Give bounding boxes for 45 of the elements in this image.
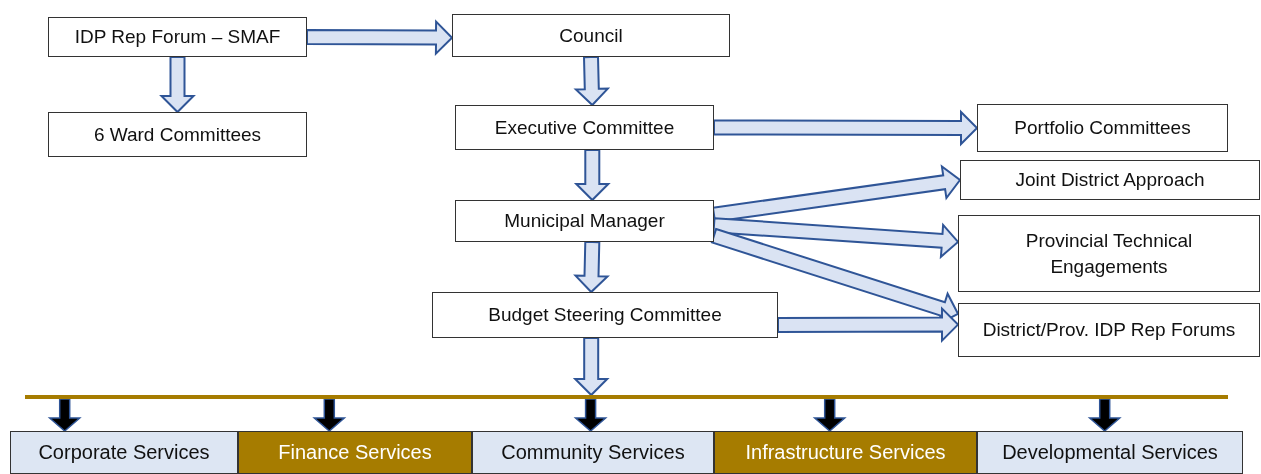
block-arrow	[159, 56, 196, 114]
process-box	[960, 160, 1260, 200]
process-box	[455, 200, 714, 242]
block-arrow	[777, 306, 960, 343]
process-box	[48, 17, 307, 57]
process-box	[452, 14, 730, 57]
box-label: Portfolio Committees	[1014, 116, 1191, 141]
block-arrow	[573, 55, 611, 107]
box-label: Finance Services	[278, 440, 432, 465]
block-arrow	[1087, 398, 1122, 432]
department-box	[472, 431, 714, 474]
box-label: Council	[559, 23, 623, 48]
divider-bar	[25, 395, 1228, 399]
department-box	[238, 431, 472, 474]
process-box	[958, 215, 1260, 292]
process-box	[958, 303, 1260, 357]
process-box	[432, 292, 778, 338]
block-arrow	[712, 217, 960, 260]
process-box	[977, 104, 1228, 152]
box-label: Municipal Manager	[504, 209, 665, 234]
box-label: Corporate Services	[38, 440, 210, 465]
block-arrow	[312, 398, 347, 432]
block-arrow	[47, 398, 82, 432]
department-box	[977, 431, 1243, 474]
box-label: Executive Committee	[494, 115, 675, 140]
box-label: IDP Rep Forum – SMAF	[74, 25, 281, 50]
department-box	[714, 431, 977, 474]
box-label: Provincial Technical Engagements	[1024, 228, 1194, 279]
block-arrow	[812, 398, 847, 432]
box-label: Community Services	[501, 440, 685, 465]
box-label: Joint District Approach	[1015, 168, 1205, 193]
block-arrow	[573, 398, 608, 432]
process-box	[48, 112, 307, 157]
department-box	[10, 431, 238, 474]
box-label: Developmental Services	[1002, 440, 1218, 465]
block-arrow	[573, 149, 611, 202]
block-arrow	[306, 19, 454, 56]
block-arrow	[573, 240, 610, 294]
box-label: District/Prov. IDP Rep Forums	[982, 318, 1236, 343]
process-box	[455, 105, 714, 150]
box-label: Budget Steering Committee	[488, 303, 722, 328]
block-arrow	[572, 337, 610, 397]
box-label: Infrastructure Services	[745, 440, 946, 465]
block-arrow	[713, 109, 979, 147]
box-label: 6 Ward Committees	[93, 122, 262, 147]
